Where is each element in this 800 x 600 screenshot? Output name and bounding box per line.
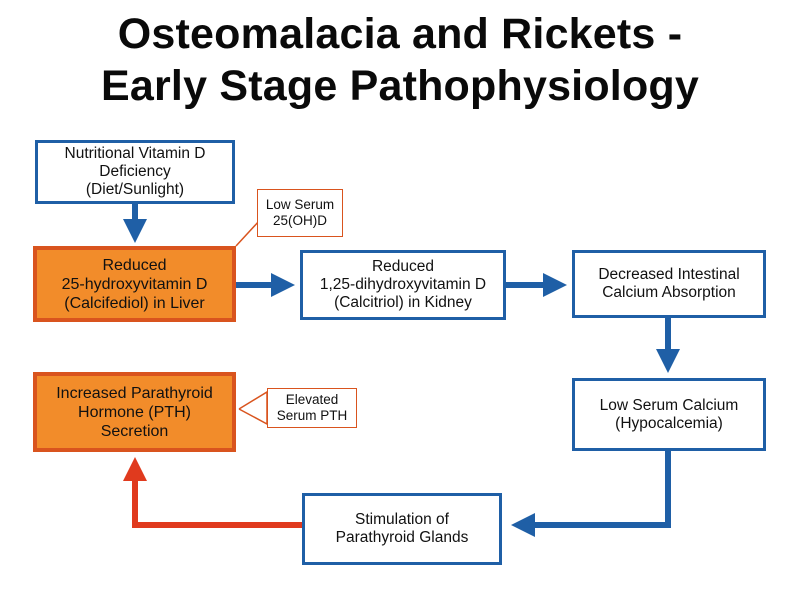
- node-line: Parathyroid Glands: [335, 529, 469, 546]
- node-line: (Hypocalcemia): [615, 414, 723, 432]
- node-decreased-intestinal-absorption: Decreased Intestinal Calcium Absorption: [572, 250, 766, 318]
- callout-elevated-pth: Elevated Serum PTH: [267, 388, 357, 428]
- node-line: (Calcifediol) in Liver: [64, 294, 205, 312]
- node-line: Increased Parathyroid: [56, 384, 213, 402]
- callout-low-serum-25ohd: Low Serum 25(OH)D: [257, 189, 343, 237]
- node-parathyroid-stimulation: Stimulation of Parathyroid Glands: [302, 493, 502, 565]
- node-reduced-calcitriol: Reduced 1,25-dihydroxyvitamin D (Calcitr…: [300, 250, 506, 320]
- node-line: Decreased Intestinal: [598, 266, 740, 283]
- arrow-parathyroid-to-pth: [123, 457, 302, 528]
- callout-line: Serum PTH: [276, 408, 348, 423]
- node-increased-pth: Increased Parathyroid Hormone (PTH) Secr…: [33, 372, 236, 452]
- node-vitamin-d-deficiency: Nutritional Vitamin D Deficiency (Diet/S…: [35, 140, 235, 204]
- node-low-serum-calcium: Low Serum Calcium (Hypocalcemia): [572, 378, 766, 451]
- diagram-title: Osteomalacia and Rickets - Early Stage P…: [0, 8, 800, 112]
- callout-pointer-pth: [238, 390, 268, 426]
- node-line: Secretion: [100, 422, 169, 440]
- node-line: Calcium Absorption: [602, 284, 736, 301]
- title-line-2: Early Stage Pathophysiology: [101, 62, 699, 110]
- callout-line: 25(OH)D: [272, 213, 327, 228]
- node-line: (Diet/Sunlight): [85, 181, 185, 198]
- node-line: Hormone (PTH): [78, 403, 191, 421]
- node-line: (Calcitriol) in Kidney: [334, 294, 472, 311]
- node-line: Nutritional Vitamin D: [64, 145, 206, 162]
- node-line: Low Serum Calcium: [599, 396, 739, 414]
- node-line: 25-hydroxyvitamin D: [61, 275, 208, 293]
- node-line: Stimulation of: [355, 511, 449, 528]
- node-line: 1,25-dihydroxyvitamin D: [319, 276, 487, 293]
- node-line: Reduced: [102, 256, 167, 274]
- callout-pointer-25ohd: [235, 219, 261, 247]
- node-line: Deficiency: [99, 163, 171, 180]
- title-line-1: Osteomalacia and Rickets -: [117, 10, 683, 58]
- node-line: Reduced: [371, 258, 435, 275]
- arrow-hypocalcemia-to-parathyroid: [511, 451, 671, 537]
- callout-line: Low Serum: [265, 197, 335, 212]
- node-reduced-calcifediol: Reduced 25-hydroxyvitamin D (Calcifediol…: [33, 246, 236, 322]
- callout-line: Elevated: [285, 392, 339, 407]
